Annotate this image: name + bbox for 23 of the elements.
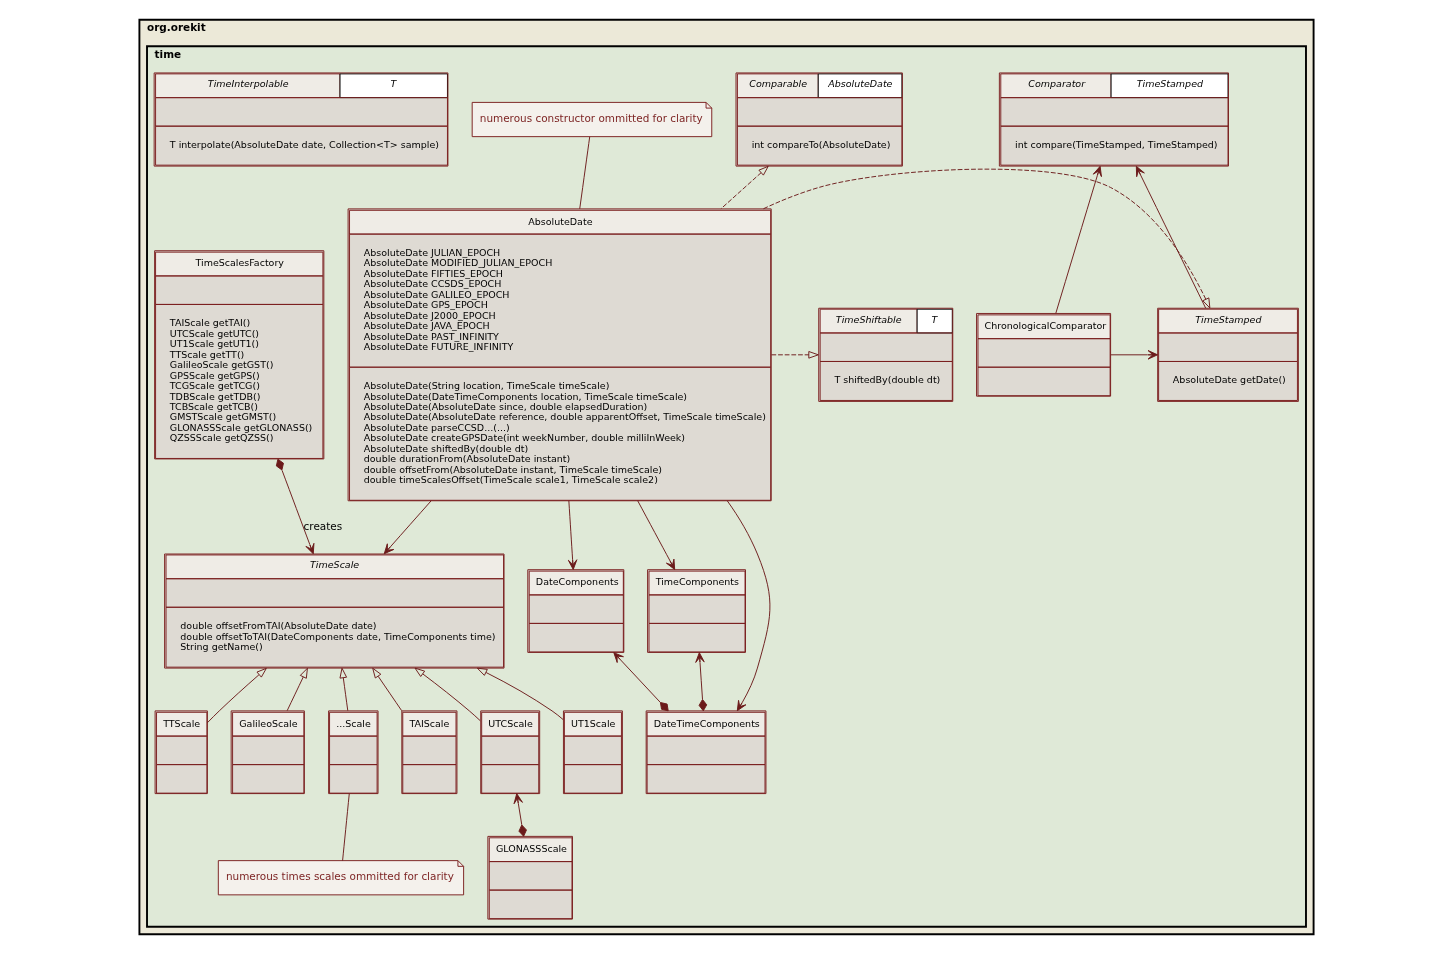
arrow	[695, 652, 708, 712]
arrow	[613, 652, 669, 712]
arrow	[372, 667, 403, 712]
connector	[579, 136, 591, 210]
arrow	[513, 793, 527, 837]
arrow	[1110, 350, 1159, 360]
arrow	[286, 667, 308, 712]
arrow	[207, 667, 267, 724]
edge-label: creates	[303, 520, 343, 533]
arrow	[414, 667, 481, 722]
arrow	[637, 500, 676, 570]
arrow	[726, 500, 771, 712]
arrow	[476, 667, 564, 721]
arrow	[1055, 165, 1102, 314]
arrow	[339, 667, 349, 712]
arrow	[383, 500, 432, 555]
arrow	[1135, 165, 1207, 309]
connector	[342, 793, 350, 862]
arrow	[770, 351, 819, 359]
arrow	[567, 500, 578, 570]
arrow	[720, 165, 769, 210]
arrow	[275, 458, 315, 555]
arrow	[763, 168, 1211, 309]
